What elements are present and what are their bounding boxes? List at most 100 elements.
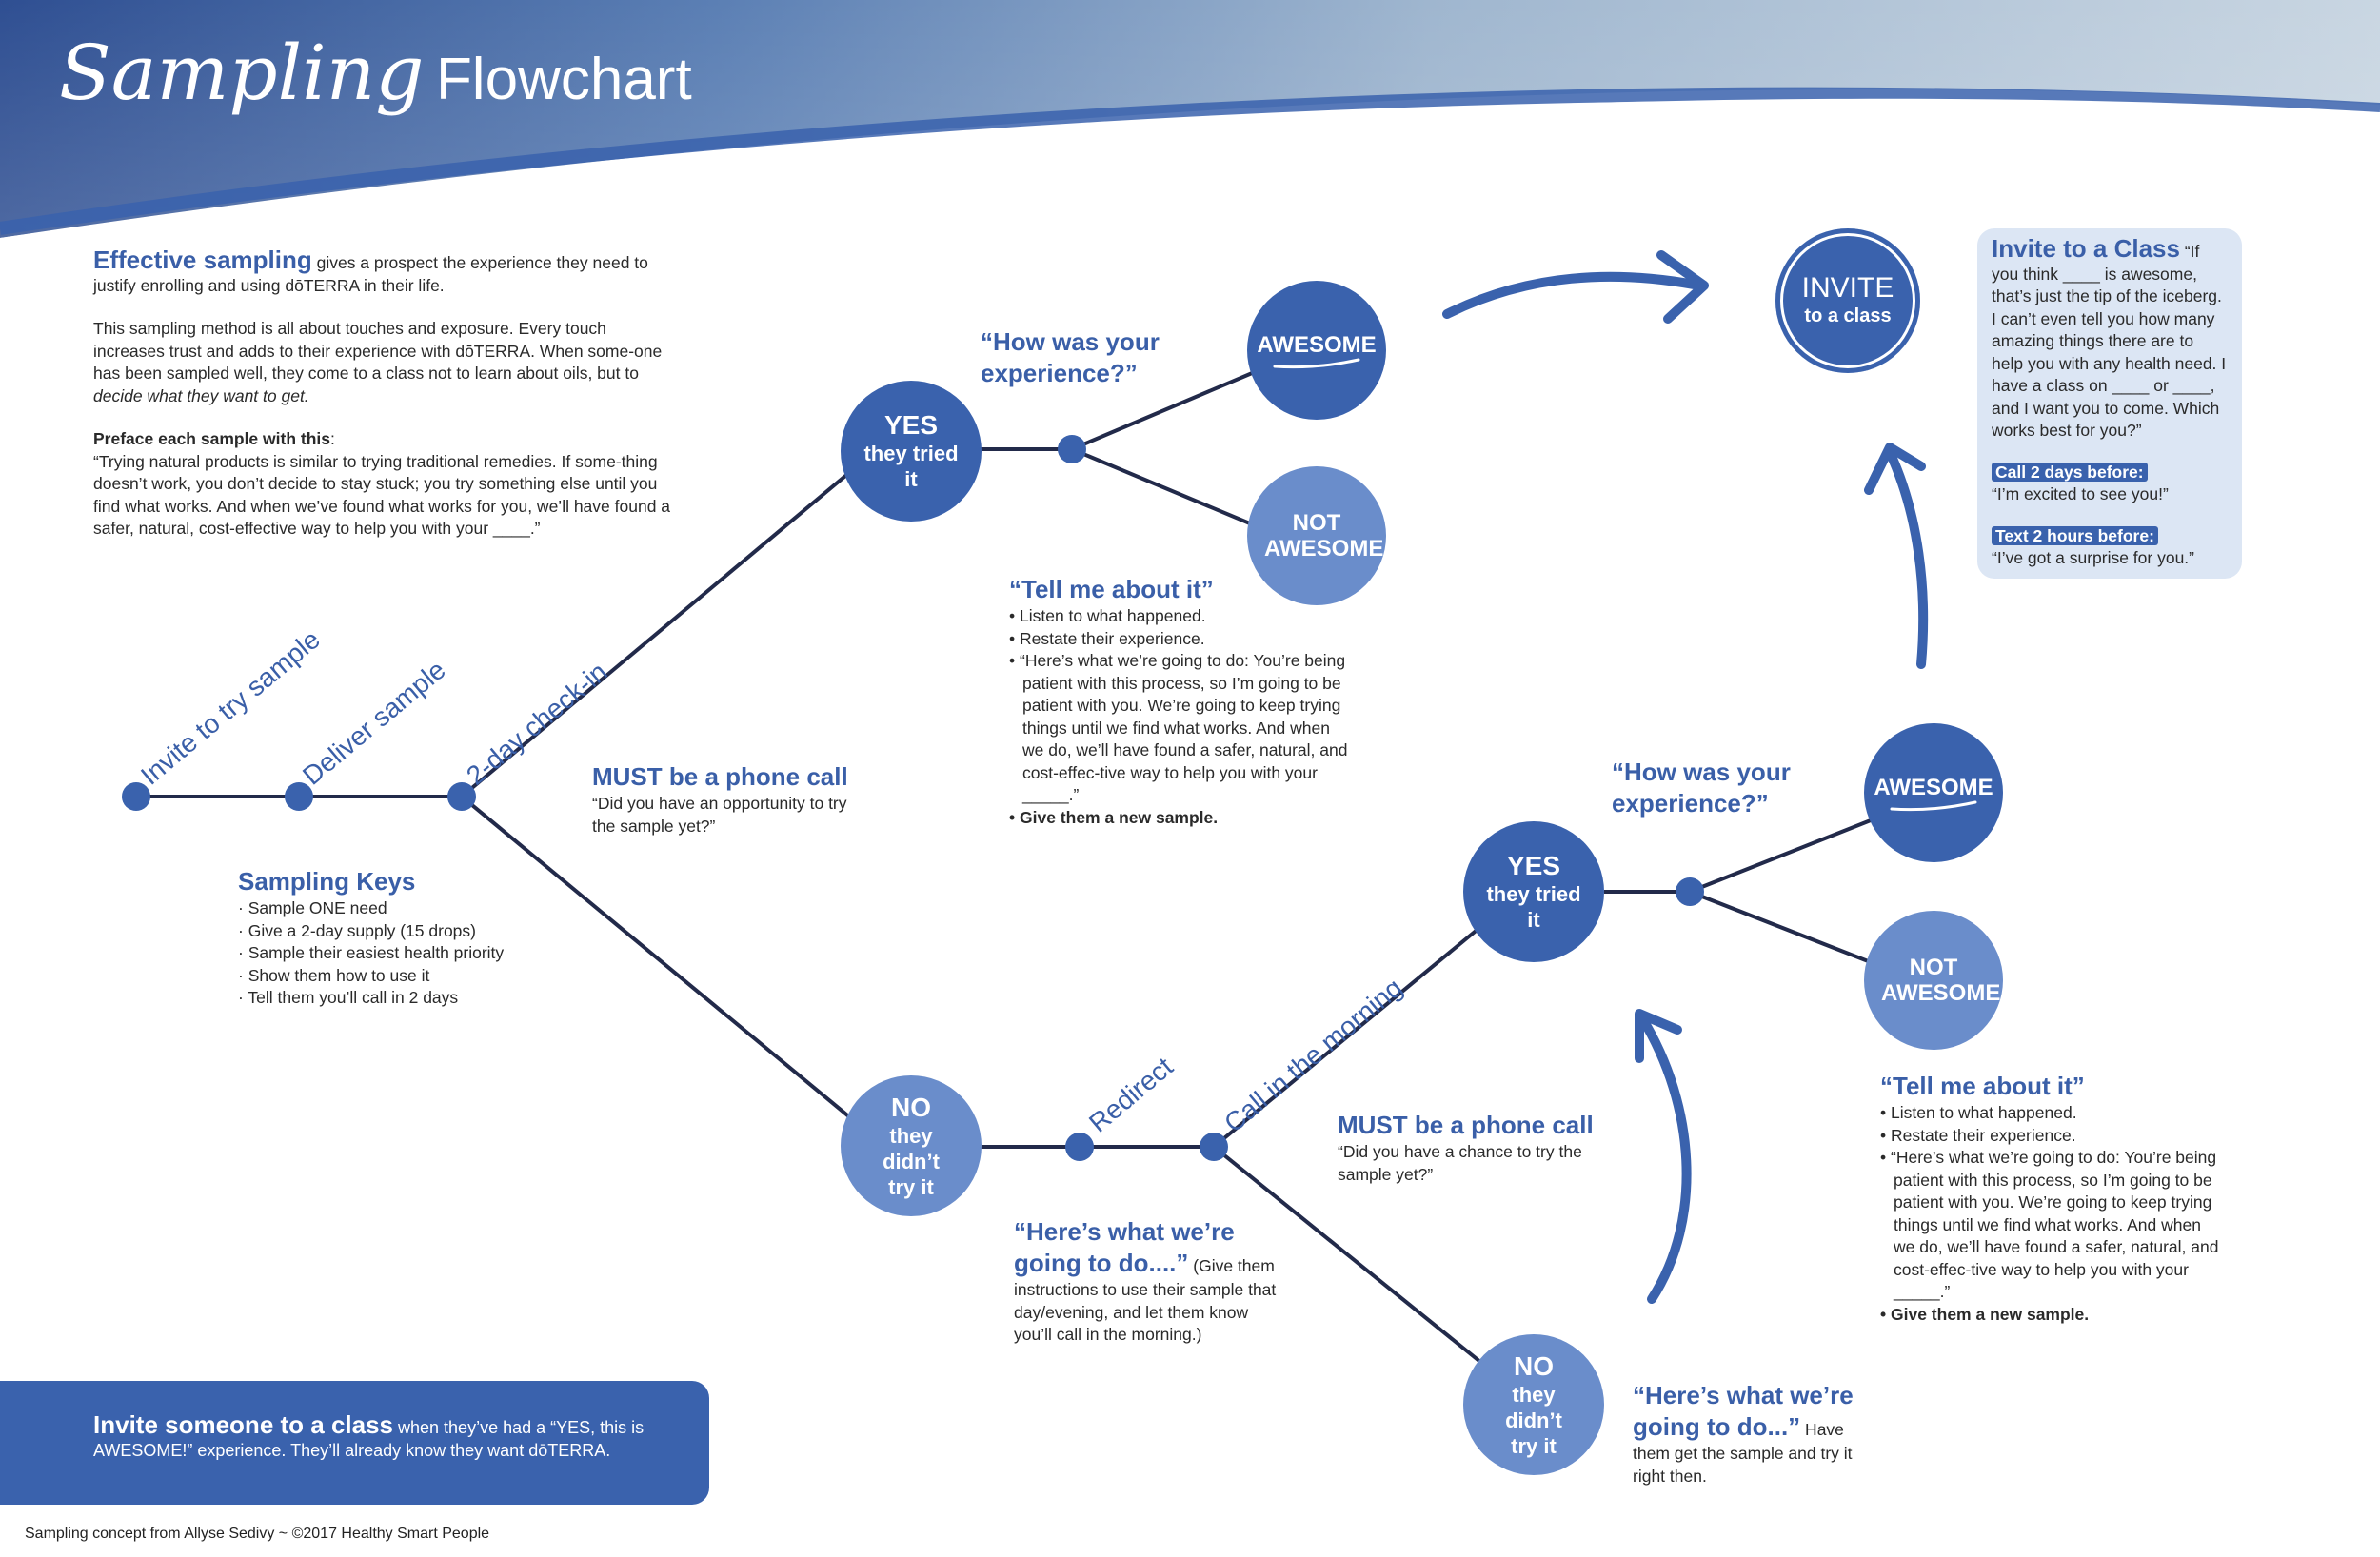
heres-plan-2-title: “Here’s what we’re going to do...” (1633, 1381, 1854, 1441)
bottom-callout-text: Invite someone to a class when they’ve h… (93, 1410, 664, 1462)
node-invite-class: INVITE to a class (1775, 228, 1920, 373)
tell-me-list-1: Listen to what happened. Restate their e… (1009, 605, 1352, 829)
question-experience-2: “How was your experience?” (1612, 758, 1791, 818)
invite-class-quote: “If you think ____ is awesome, that’s ju… (1992, 242, 2227, 440)
page-title: Sampling Flowchart (59, 29, 692, 117)
node-no-tried-1: NO they didn’t try it (841, 1075, 982, 1216)
list-item: Listen to what happened. (1009, 605, 1352, 628)
list-item: Listen to what happened. (1880, 1102, 2223, 1125)
heres-plan-2: “Here’s what we’re going to do...” Have … (1633, 1380, 1880, 1488)
node-no-1-sm: they didn’t try it (883, 1123, 940, 1199)
bottom-callout (0, 1381, 709, 1505)
tell-me-title-2: “Tell me about it” (1880, 1072, 2085, 1100)
intro-para2-text: This sampling method is all about touche… (93, 319, 663, 383)
intro-lead: Effective sampling gives a prospect the … (93, 246, 676, 297)
title-script: Sampling (59, 29, 425, 117)
line-down-no2 (1212, 1145, 1487, 1368)
arrow-to-invite (1442, 271, 1704, 319)
intro-text: Effective sampling gives a prospect the … (93, 246, 676, 541)
phone-call-title-1: MUST be a phone call (592, 762, 848, 791)
call-before-tag: Call 2 days before: (1992, 462, 2148, 482)
tell-me-list-2: Listen to what happened. Restate their e… (1880, 1102, 2223, 1326)
awesome-swoosh-icon (1273, 358, 1360, 368)
node-not-awesome-1: NOT AWESOME (1247, 466, 1386, 605)
node-invite-big: INVITE (1801, 271, 1894, 304)
node-yes-tried-1: YES they tried it (841, 381, 982, 522)
invite-class-script: Invite to a Class “If you think ____ is … (1992, 236, 2228, 443)
list-item: Give a 2-day supply (15 drops) (238, 920, 562, 943)
bottom-callout-bold: Invite someone to a class (93, 1410, 394, 1439)
bottom-callout-rest: when they’ve had a “YES, this is AWESOME… (93, 1418, 645, 1460)
arrow-up-right (1885, 447, 1929, 669)
list-item: Give them a new sample. (1009, 807, 1352, 830)
phone-call-note-1: MUST be a phone call “Did you have an op… (592, 761, 859, 838)
heres-plan-1-title: “Here’s what we’re going to do....” (1014, 1217, 1235, 1277)
node-awesome-1-text: AWESOME (1257, 331, 1377, 358)
line-to-notawesome2 (1689, 890, 1876, 966)
heres-plan-1: “Here’s what we’re going to do....” (Giv… (1014, 1216, 1285, 1347)
footer-credit: Sampling concept from Allyse Sedivy ~ ©2… (25, 1526, 490, 1542)
phone-call-title-2: MUST be a phone call (1338, 1111, 1594, 1139)
list-item: Give them a new sample. (1880, 1304, 2223, 1327)
line-to-awesome1 (1071, 369, 1258, 451)
preface-label: Preface each sample with this (93, 429, 330, 448)
intro-lead-bold: Effective sampling (93, 246, 312, 274)
line-down-no1 (460, 795, 859, 1125)
intro-preface: Preface each sample with this: (93, 428, 676, 451)
preface-colon: : (330, 429, 335, 448)
intro-lead-text: gives a prospect the experience they nee… (93, 253, 648, 295)
node-invite-sm: to a class (1804, 305, 1892, 326)
node-yes-2-sm: they tried it (1486, 882, 1581, 932)
node-not-awesome-1-text: NOT AWESOME (1264, 510, 1384, 562)
node-no-1-big: NO (891, 1092, 931, 1122)
list-item: “Here’s what we’re going to do: You’re b… (1880, 1147, 2223, 1304)
awesome-swoosh-icon (1890, 800, 1977, 811)
phone-call-note-2: MUST be a phone call “Did you have a cha… (1338, 1110, 1604, 1186)
node-not-awesome-2-text: NOT AWESOME (1881, 955, 2001, 1006)
text-before-tag: Text 2 hours before: (1992, 525, 2158, 545)
list-item: Sample ONE need (238, 897, 562, 920)
node-no-tried-2: NO they didn’t try it (1463, 1334, 1604, 1475)
node-awesome-1: AWESOME (1247, 281, 1386, 420)
preface-quote: “Trying natural products is similar to t… (93, 451, 671, 539)
dot-morning (1200, 1133, 1228, 1161)
list-item: Show them how to use it (238, 965, 562, 988)
line-to-awesome2 (1689, 817, 1876, 894)
node-yes-tried-2: YES they tried it (1463, 821, 1604, 962)
question-experience-1: “How was your experience?” (981, 327, 1160, 387)
list-item: Sample their easiest health priority (238, 942, 562, 965)
invite-call-row: Call 2 days before: (1992, 462, 2228, 484)
arrow-up-mid (1637, 1014, 1692, 1304)
intro-para2-italic: decide what they want to get. (93, 385, 309, 405)
dot-yes2-branch (1676, 877, 1704, 906)
node-yes-2-big: YES (1506, 851, 1561, 880)
tell-me-title-1: “Tell me about it” (1009, 575, 1214, 603)
list-item: Restate their experience. (1009, 628, 1352, 651)
invite-class-title: Invite to a Class (1992, 234, 2180, 263)
node-no-2-sm: they didn’t try it (1505, 1382, 1562, 1458)
dot-yes1-branch (1058, 435, 1086, 463)
dot-redirect (1065, 1133, 1094, 1161)
sampling-keys-title: Sampling Keys (238, 867, 416, 896)
invite-call-line: “I’m excited to see you!” (1992, 484, 2169, 503)
title-main: Flowchart (435, 47, 692, 112)
node-yes-1-sm: they tried it (863, 442, 959, 491)
list-item: “Here’s what we’re going to do: You’re b… (1009, 650, 1352, 807)
line-to-notawesome1 (1071, 447, 1258, 528)
heres-plan-2-text: Have them get the sample and try it righ… (1633, 1420, 1853, 1486)
sampling-keys-list: Sample ONE need Give a 2-day supply (15 … (238, 897, 562, 1010)
node-awesome-2-text: AWESOME (1874, 774, 1993, 800)
line-up-yes2 (1212, 921, 1487, 1149)
arrow-up-mid-head (1635, 1009, 1682, 1063)
invite-text-line: “I’ve got a surprise for you.” (1992, 548, 2194, 567)
line-up-yes1 (460, 464, 859, 798)
phone-call-text-1: “Did you have an opportunity to try the … (592, 794, 847, 836)
dot-checkin (447, 782, 476, 811)
dot-deliver (285, 782, 313, 811)
phone-call-text-2: “Did you have a chance to try the sample… (1338, 1142, 1582, 1184)
arrow-to-invite-head (1656, 250, 1709, 324)
heres-plan-1-text: (Give them instructions to use their sam… (1014, 1256, 1277, 1344)
arrow-up-right-head (1864, 443, 1926, 495)
node-awesome-2: AWESOME (1864, 723, 2003, 862)
